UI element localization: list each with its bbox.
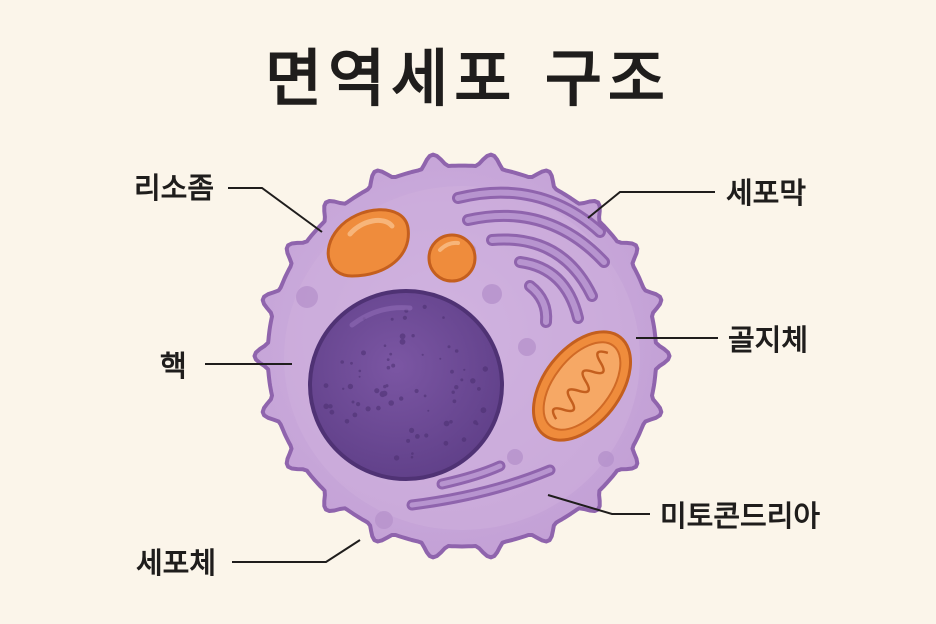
nucleus-speckle bbox=[386, 358, 390, 361]
nucleus-speckle bbox=[352, 412, 358, 418]
leader-lysosome bbox=[228, 187, 323, 233]
nucleus-speckle bbox=[461, 437, 467, 442]
label-nucleus: 핵 bbox=[160, 349, 187, 383]
nucleus-speckle bbox=[342, 387, 345, 390]
nucleus-speckle bbox=[383, 344, 387, 348]
nucleus-speckle bbox=[323, 403, 330, 410]
golgi-shape bbox=[452, 186, 610, 328]
mitochondria-shape bbox=[531, 330, 633, 442]
nucleus-speckle bbox=[439, 357, 442, 360]
nucleus-speckle bbox=[424, 433, 429, 438]
nucleus-speckle bbox=[480, 407, 487, 414]
nucleus-speckle bbox=[328, 404, 333, 409]
label-mitochondria: 미토콘드리아 bbox=[660, 499, 820, 533]
nucleus-speckle bbox=[423, 394, 427, 398]
nucleus-speckle bbox=[451, 390, 455, 394]
er-shape bbox=[406, 460, 556, 511]
nucleus-speckle bbox=[421, 353, 424, 356]
nucleus-speckle bbox=[356, 402, 361, 407]
label-lysosome: 리소좀 bbox=[134, 171, 214, 205]
lysosome-shapes bbox=[326, 208, 477, 283]
leader-cytoplasm bbox=[232, 539, 361, 563]
nucleus-speckle bbox=[383, 384, 387, 389]
nucleus-speckle bbox=[329, 409, 335, 415]
nucleus-speckle bbox=[422, 304, 427, 309]
leader-lines bbox=[205, 187, 718, 563]
nucleus-speckle bbox=[350, 361, 353, 365]
leader-mitochondria bbox=[547, 494, 650, 515]
nucleus-speckle bbox=[393, 455, 400, 461]
leader-membrane bbox=[587, 191, 715, 219]
nucleus-speckle bbox=[452, 399, 457, 404]
diagram-title: 면역세포 구조 bbox=[265, 42, 671, 115]
nucleus-speckle bbox=[427, 409, 430, 412]
nucleus-speckle bbox=[477, 387, 481, 391]
nucleus-speckle bbox=[381, 390, 388, 397]
nucleus-speckle bbox=[454, 385, 459, 390]
nucleus-speckle bbox=[347, 383, 354, 390]
nucleus-speckle bbox=[409, 427, 415, 433]
nucleus-speckle bbox=[389, 352, 393, 356]
label-membrane: 세포막 bbox=[726, 176, 806, 210]
nucleus-speckle bbox=[344, 419, 350, 424]
nucleus-speckle bbox=[323, 383, 329, 388]
nucleus-speckle bbox=[475, 422, 479, 426]
nucleus-speckle bbox=[399, 333, 406, 340]
nucleus-speckle bbox=[361, 350, 366, 356]
nucleus-speckle bbox=[388, 400, 395, 406]
nucleus-speckle bbox=[411, 334, 415, 338]
nucleus-speckle bbox=[402, 315, 407, 320]
nucleus-speckle bbox=[454, 349, 459, 353]
nucleus-speckle bbox=[414, 388, 419, 394]
nucleus-speckle bbox=[358, 375, 361, 378]
nucleus-speckle bbox=[443, 440, 449, 446]
nucleus-speckle bbox=[399, 396, 404, 401]
nucleus-speckle bbox=[374, 388, 380, 394]
nucleus-speckle bbox=[449, 420, 453, 424]
nucleus-speckle bbox=[442, 316, 445, 319]
nucleus-speckle bbox=[411, 452, 414, 455]
nucleus-speckle bbox=[351, 400, 355, 404]
nucleus-speckle bbox=[406, 438, 411, 443]
nucleus-speckle bbox=[365, 406, 371, 412]
nucleus-speckle bbox=[463, 368, 466, 371]
nucleus-speckle bbox=[472, 379, 476, 383]
nucleus-speckle bbox=[386, 365, 391, 370]
nucleus-speckle bbox=[460, 378, 464, 382]
nucleus-speckle bbox=[482, 366, 488, 372]
nucleus-speckle bbox=[340, 360, 345, 364]
label-golgi: 골지체 bbox=[728, 323, 808, 357]
nucleus-speckle bbox=[399, 338, 406, 345]
nucleus-speckle bbox=[447, 345, 451, 349]
nucleus-speckle bbox=[410, 455, 414, 459]
nucleus-speckle bbox=[390, 317, 394, 321]
nucleus-speckle bbox=[391, 363, 396, 368]
nucleus-speckle bbox=[376, 405, 381, 411]
nucleus-speckle bbox=[443, 420, 450, 427]
label-cytoplasm: 세포체 bbox=[136, 546, 216, 580]
nucleus-shape bbox=[308, 289, 504, 481]
nucleus-speckle bbox=[358, 369, 362, 373]
nucleus-speckle bbox=[450, 369, 454, 374]
nucleus-speckle bbox=[415, 434, 420, 439]
